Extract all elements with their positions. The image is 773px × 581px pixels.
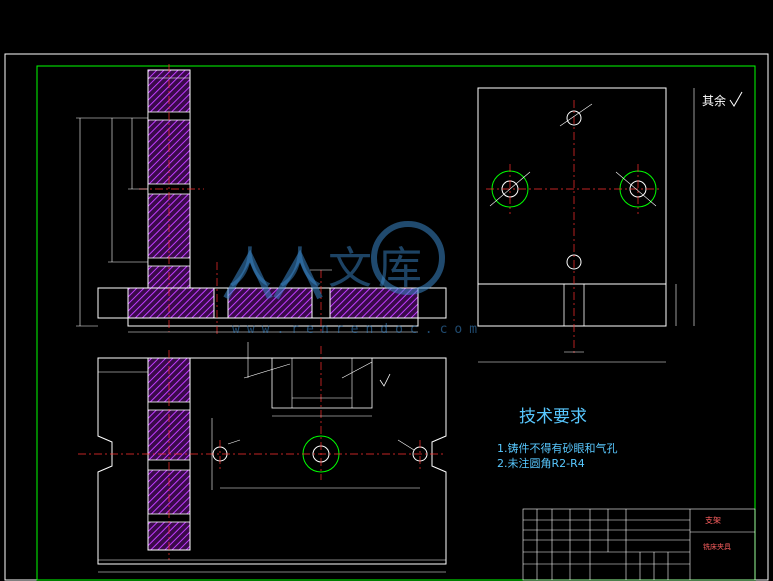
front-section-view <box>76 64 447 334</box>
tech-req-item: 1.铸件不得有砂眼和气孔 <box>497 442 618 455</box>
roughness-note: 其余 <box>702 92 726 109</box>
tech-req-item: 2.未注圆角R2-R4 <box>497 457 585 470</box>
technical-requirements: 技术要求 1.铸件不得有砂眼和气孔 2.未注圆角R2-R4 <box>497 402 618 471</box>
watermark-text: 人人文库 <box>228 232 428 296</box>
title-block <box>522 508 756 581</box>
watermark-url: www.renrendoc.com <box>232 322 484 337</box>
watermark-logo <box>223 221 445 300</box>
top-view <box>78 342 447 573</box>
tech-req-title: 技术要求 <box>519 407 587 427</box>
border-frame <box>36 65 756 581</box>
side-view <box>477 87 743 363</box>
part-subtitle: 铣床夹具 <box>703 543 731 551</box>
watermark-brand: 人人文库 <box>228 243 428 294</box>
part-name: 支架 <box>705 516 721 525</box>
roughness-text: 其余 <box>702 94 727 108</box>
watermark-url-text: www.renrendoc.com <box>232 322 485 337</box>
